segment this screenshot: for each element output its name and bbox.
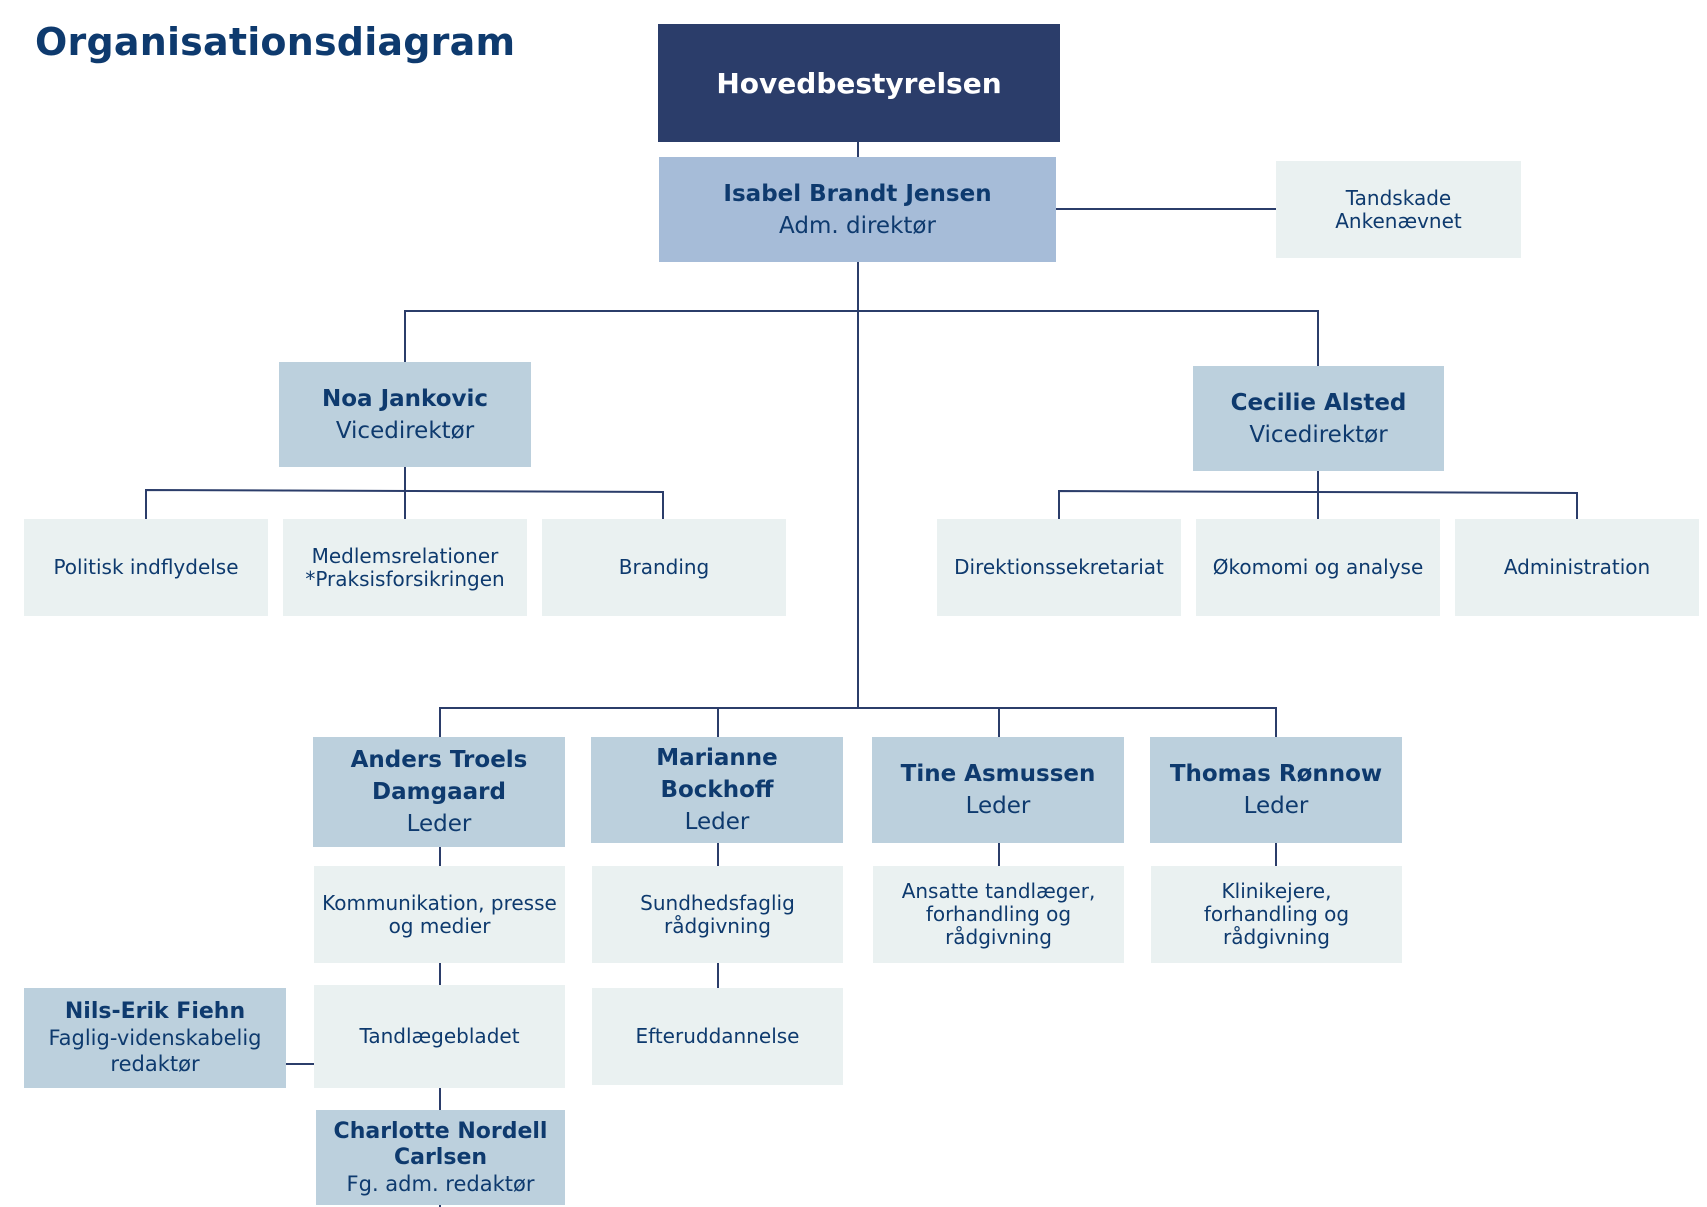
leader-role: Leder (406, 811, 472, 837)
deputy-right-role: Vicedirektør (1249, 421, 1388, 448)
unit-label: Politisk indflydelse (53, 555, 239, 579)
leader-role: Leder (1243, 793, 1309, 819)
unit-oekonomi: Økomomi og analyse (1196, 519, 1440, 616)
board-label: Hovedbestyrelsen (716, 66, 1002, 100)
deputy-left-role: Vicedirektør (335, 417, 475, 444)
deputy-editor-role: Fg. adm. redaktør (346, 1171, 535, 1196)
page-title: Organisationsdiagram (35, 20, 516, 64)
unit-label: Administration (1503, 555, 1651, 579)
unit-label: Medlemsrelationer *Praksisforsikringen (305, 543, 505, 591)
leader-box-marianne: Marianne Bockhoff Leder (591, 737, 843, 843)
ceo-role: Adm. direktør (779, 212, 936, 239)
unit-label: Kommunikation, presse og medier (322, 890, 557, 938)
leader-name: Marianne Bockhoff (656, 745, 778, 803)
unit-sundhedsfaglig: Sundhedsfaglig rådgivning (592, 866, 843, 963)
leader-name: Thomas Rønnow (1169, 761, 1383, 787)
unit-label: Ansatte tandlæger, forhandling og rådgiv… (901, 879, 1096, 949)
editor-box: Nils-Erik Fiehn Faglig-videnskabelig red… (24, 988, 286, 1088)
unit-politisk: Politisk indflydelse (24, 519, 268, 616)
unit-label: Branding (618, 555, 710, 579)
unit-label: Tandlægebladet (359, 1024, 520, 1048)
ceo-name: Isabel Brandt Jensen (723, 180, 992, 207)
deputy-editor-name: Charlotte Nordell Carlsen (333, 1118, 548, 1170)
leader-role: Leder (684, 809, 750, 835)
deputy-editor-box: Charlotte Nordell Carlsen Fg. adm. redak… (316, 1110, 565, 1205)
unit-tandlaegebladet: Tandlægebladet (314, 985, 565, 1088)
leader-role: Leder (965, 793, 1031, 819)
editor-name: Nils-Erik Fiehn (64, 999, 246, 1024)
unit-ansatte-tandlaeger: Ansatte tandlæger, forhandling og rådgiv… (873, 866, 1124, 963)
leader-box-tine: Tine Asmussen Leder (872, 737, 1124, 843)
deputy-left-box: Noa Jankovic Vicedirektør (279, 362, 531, 467)
leader-name: Tine Asmussen (900, 761, 1096, 787)
unit-medlemsrelationer: Medlemsrelationer *Praksisforsikringen (283, 519, 527, 616)
board-box: Hovedbestyrelsen (658, 24, 1060, 142)
tandskade-box: Tandskade Ankenævnet (1276, 161, 1521, 258)
unit-label: Økomomi og analyse (1212, 555, 1424, 579)
leader-box-anders: Anders Troels Damgaard Leder (313, 737, 565, 847)
unit-klinikejere: Klinikejere, forhandling og rådgivning (1151, 866, 1402, 963)
deputy-right-name: Cecilie Alsted (1230, 389, 1407, 416)
tandskade-label: Tandskade Ankenævnet (1335, 185, 1462, 233)
unit-label: Sundhedsfaglig rådgivning (640, 890, 795, 938)
unit-administration: Administration (1455, 519, 1699, 616)
ceo-box: Isabel Brandt Jensen Adm. direktør (659, 157, 1056, 262)
unit-label: Klinikejere, forhandling og rådgivning (1203, 879, 1350, 949)
leader-box-thomas: Thomas Rønnow Leder (1150, 737, 1402, 843)
deputy-left-name: Noa Jankovic (321, 385, 489, 412)
deputy-right-box: Cecilie Alsted Vicedirektør (1193, 366, 1444, 471)
unit-label: Efteruddannelse (635, 1024, 800, 1048)
unit-kommunikation: Kommunikation, presse og medier (314, 866, 565, 963)
leader-name: Anders Troels Damgaard (350, 747, 528, 805)
unit-label: Direktionssekretariat (954, 555, 1164, 579)
unit-branding: Branding (542, 519, 786, 616)
unit-direktionssekretariat: Direktionssekretariat (937, 519, 1181, 616)
unit-efteruddannelse: Efteruddannelse (592, 988, 843, 1085)
editor-role: Faglig-videnskabelig redaktør (48, 1026, 262, 1076)
